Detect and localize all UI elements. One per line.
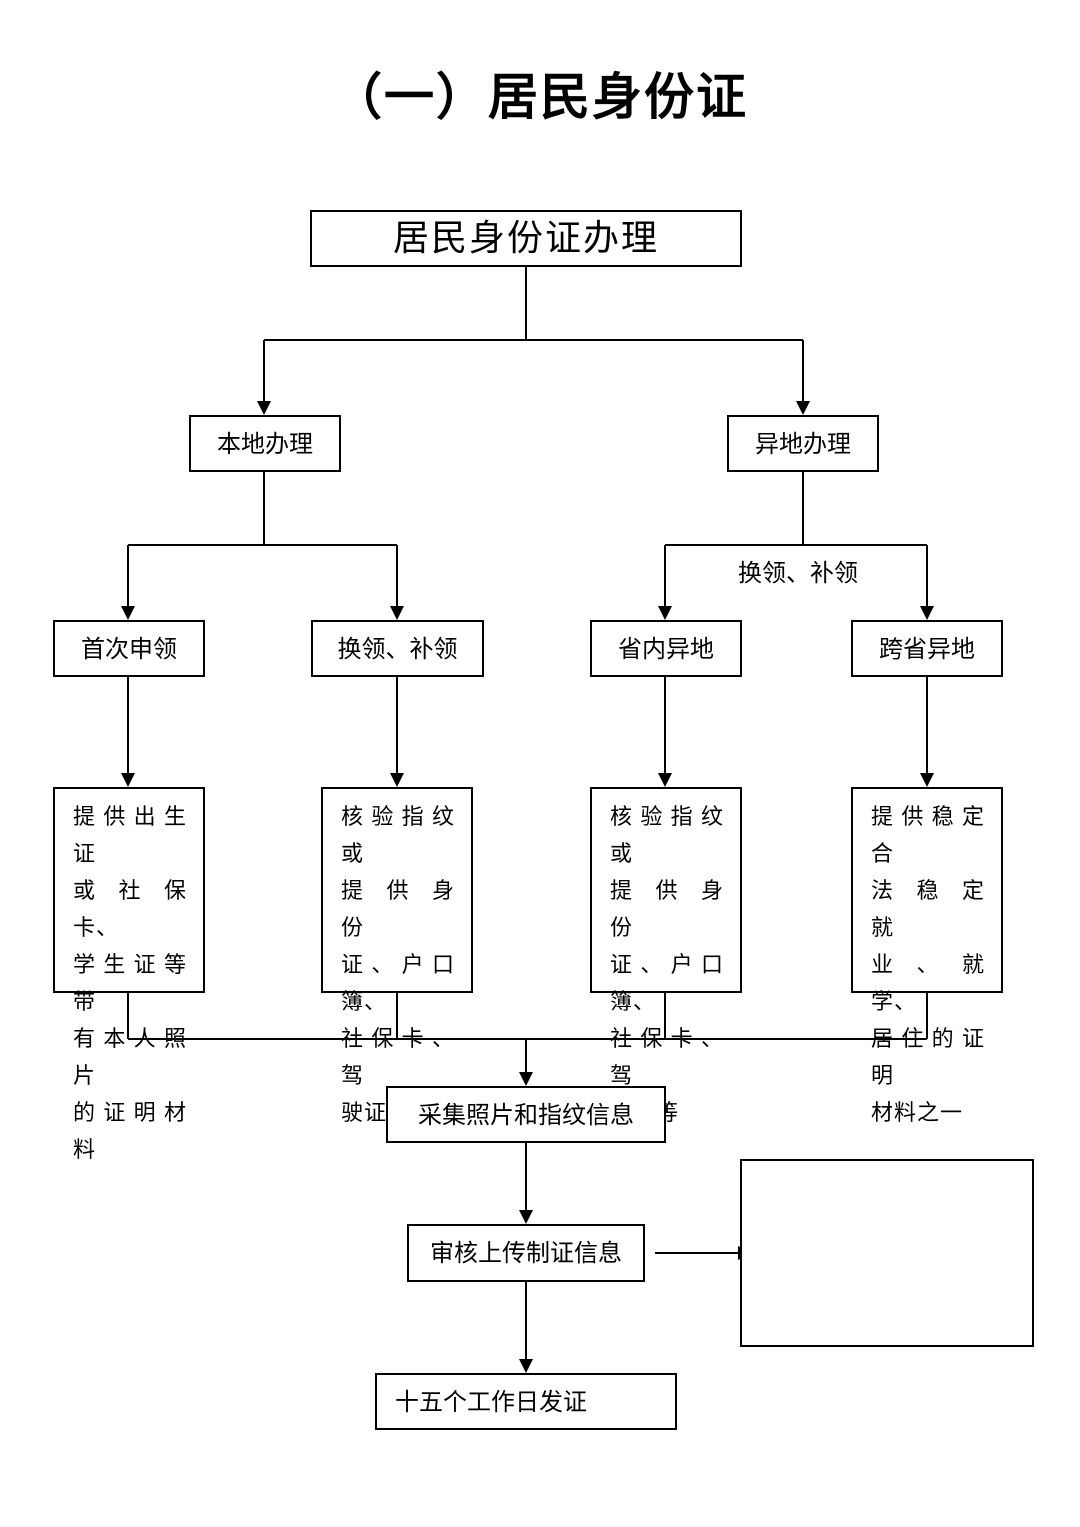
remote-note: 换领、补领 bbox=[738, 559, 858, 587]
case-local-renew-label: 换领、补领 bbox=[337, 634, 458, 663]
branch-remote-box: 异地办理 bbox=[727, 415, 879, 472]
step-issue-box: 十五个工作日发证 bbox=[375, 1373, 677, 1430]
req-local-renew-text: 核验指纹或 提 供 身 份 证、户口簿、 社保卡、驾 驶证等 bbox=[341, 805, 455, 1126]
req-cross-province-box: 提供稳定合 法 稳 定 就 业、就学、 居住的证明 材料之一 bbox=[851, 787, 1003, 1126]
case-local-renew-box: 换领、补领 bbox=[311, 620, 484, 677]
branch-remote-label: 异地办理 bbox=[755, 429, 851, 458]
step-review-box: 审核上传制证信息 bbox=[407, 1224, 645, 1282]
side-box bbox=[740, 1159, 1034, 1347]
step-collect-box: 采集照片和指纹信息 bbox=[386, 1086, 666, 1143]
req-cross-province-text: 提供稳定合 法 稳 定 就 业、就学、 居住的证明 材料之一 bbox=[871, 805, 985, 1126]
req-first-apply-box: 提供出生证 或社保卡、 学生证等带 有本人照片 的证明材料 bbox=[53, 787, 205, 1163]
case-first-apply-label: 首次申领 bbox=[81, 634, 177, 663]
branch-local-box: 本地办理 bbox=[189, 415, 341, 472]
root-label: 居民身份证办理 bbox=[392, 217, 659, 259]
step-collect-label: 采集照片和指纹信息 bbox=[418, 1100, 634, 1129]
req-first-apply-text: 提供出生证 或社保卡、 学生证等带 有本人照片 的证明材料 bbox=[73, 805, 187, 1163]
case-cross-province-label: 跨省异地 bbox=[879, 634, 975, 663]
req-local-renew-box: 核验指纹或 提 供 身 份 证、户口簿、 社保卡、驾 驶证等 bbox=[321, 787, 473, 1126]
step-issue-label: 十五个工作日发证 bbox=[395, 1387, 587, 1416]
req-in-province-box: 核验指纹或 提 供 身 份 证、户口簿、 社保卡、驾 驶证等 bbox=[590, 787, 742, 1126]
req-in-province-text: 核验指纹或 提 供 身 份 证、户口簿、 社保卡、驾 驶证等 bbox=[610, 805, 724, 1126]
branch-local-label: 本地办理 bbox=[217, 429, 313, 458]
page-title: （一）居民身份证 bbox=[332, 68, 748, 126]
case-cross-province-box: 跨省异地 bbox=[851, 620, 1003, 677]
case-in-province-box: 省内异地 bbox=[590, 620, 742, 677]
step-review-label: 审核上传制证信息 bbox=[430, 1239, 622, 1267]
case-in-province-label: 省内异地 bbox=[618, 634, 714, 663]
case-first-apply-box: 首次申领 bbox=[53, 620, 205, 677]
root-box: 居民身份证办理 bbox=[310, 210, 742, 267]
